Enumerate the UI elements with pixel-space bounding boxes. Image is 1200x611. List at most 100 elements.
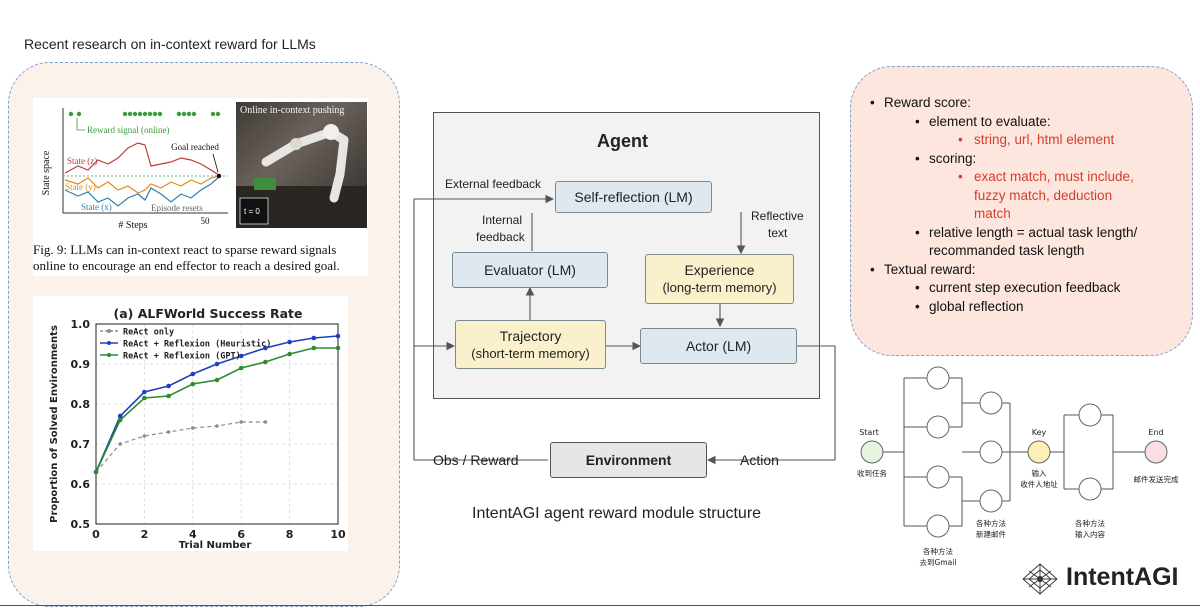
fig9-state-x: State (x) <box>81 202 112 212</box>
figure-9: State space # Steps 50 Reward signal (on… <box>33 98 368 276</box>
flow-new-mail-1: 各种方法 <box>976 518 1006 528</box>
flow-node <box>926 415 950 439</box>
reward-notes-panel <box>850 66 1193 356</box>
series-point-1 <box>166 383 171 389</box>
flow-new-mail-2: 新建邮件 <box>976 529 1006 539</box>
fig9-x-tick: 50 <box>201 216 211 226</box>
robot-arm-icon: t = 0 <box>236 124 367 228</box>
series-point-2 <box>117 417 123 423</box>
flow-key-sub-2: 收件人地址 <box>1020 479 1058 489</box>
series-line-0 <box>95 421 266 473</box>
internal-feedback-label: Internal <box>482 213 523 227</box>
series-point-0 <box>191 426 195 430</box>
flow-node <box>979 489 1003 513</box>
scoring-values-1: exact match, must include, <box>974 169 1134 184</box>
series-point-1 <box>190 371 196 377</box>
obs-reward-label: Obs / Reward <box>433 452 519 468</box>
flow-node <box>926 366 950 390</box>
flow-node <box>1078 403 1102 427</box>
flow-input-content-1: 各种方法 <box>1075 518 1105 528</box>
flow-gmail-2: 去到Gmail <box>920 557 957 567</box>
global-reflection-item: global reflection <box>929 298 1024 314</box>
fig9-goal-label: Goal reached <box>171 142 219 152</box>
x-tick-label: 8 <box>286 528 294 541</box>
y-tick-label: 0.8 <box>71 398 91 411</box>
x-tick-label: 10 <box>330 528 346 541</box>
series-point-2 <box>311 345 317 351</box>
series-point-1 <box>238 353 244 359</box>
diagram-caption: IntentAGI agent reward module structure <box>472 505 762 522</box>
flow-end-sub: 邮件发送完成 <box>1134 474 1179 484</box>
experience-title: Experience <box>684 262 755 278</box>
series-point-1 <box>263 345 268 351</box>
series-point-2 <box>287 351 292 357</box>
environment-node: Environment <box>550 442 707 478</box>
intentagi-logo-icon <box>1022 563 1058 595</box>
x-tick-label: 4 <box>189 528 197 541</box>
scoring-values-2: fuzzy match, deduction <box>974 187 1113 203</box>
experience-subtitle: (long-term memory) <box>662 280 777 295</box>
element-values-item: string, url, html element <box>974 132 1115 147</box>
bottom-divider <box>0 605 1200 606</box>
reward-notes-list: •Reward score: •element to evaluate: •st… <box>870 95 1138 314</box>
legend-marker-2 <box>107 353 111 357</box>
trajectory-title: Trajectory <box>499 327 562 344</box>
photo-time: t = 0 <box>244 207 260 216</box>
state-x-line <box>64 176 220 207</box>
series-point-0 <box>239 420 243 424</box>
series-point-2 <box>166 393 171 399</box>
series-line-2 <box>95 347 338 473</box>
alfworld-chart-svg: (a) ALFWorld Success Rate Proportion of … <box>49 306 346 551</box>
fig9-state-z: State (z) <box>67 156 97 166</box>
self-reflection-node: Self-reflection (LM) <box>555 181 712 213</box>
evaluator-node: Evaluator (LM) <box>452 252 608 288</box>
reflective-text-label: Reflective <box>751 209 804 223</box>
series-point-1 <box>287 339 292 345</box>
series-point-0 <box>263 420 268 424</box>
figure-9-caption: Fig. 9: LLMs can in-context react to spa… <box>33 242 340 273</box>
series-point-1 <box>335 333 341 339</box>
series-point-2 <box>142 395 147 401</box>
brand-name: IntentAGI <box>1066 563 1179 591</box>
flow-start-node <box>860 440 884 464</box>
fig9-y-label: State space <box>41 150 52 195</box>
element-item: element to evaluate: <box>929 113 1051 129</box>
flow-node <box>926 465 950 489</box>
textual-reward-item: Textual reward: <box>884 261 976 277</box>
chart-ylabel: Proportion of Solved Environments <box>49 325 60 523</box>
series-point-0 <box>118 442 122 446</box>
scoring-values-3: match <box>974 206 1011 221</box>
y-tick-label: 1.0 <box>71 318 91 331</box>
chart-xlabel: Trial Number <box>179 540 252 551</box>
flow-node <box>1078 477 1102 501</box>
flow-key-sub-1: 输入 <box>1032 468 1048 478</box>
internal-feedback-label-2: feedback <box>476 230 525 244</box>
fig9-episode-label: Episode resets <box>151 203 203 213</box>
photo-title: Online in-context pushing <box>240 105 345 116</box>
reward-dots <box>68 111 221 117</box>
series-point-2 <box>214 377 220 383</box>
y-tick-label: 0.6 <box>71 478 91 491</box>
flow-key-label: Key <box>1032 428 1047 437</box>
flow-gmail-1: 各种方法 <box>923 546 953 556</box>
trajectory-subtitle: (short-term memory) <box>471 345 590 361</box>
series-point-0 <box>166 430 171 434</box>
chart-title: (a) ALFWorld Success Rate <box>113 306 302 321</box>
alfworld-chart: (a) ALFWorld Success Rate Proportion of … <box>33 296 348 551</box>
flow-node <box>926 514 950 538</box>
series-point-0 <box>215 424 219 428</box>
state-z-line <box>64 142 220 176</box>
series-point-1 <box>142 389 147 395</box>
robot-photo: Online in-context pushing t = 0 <box>236 102 367 228</box>
flow-end-label: End <box>1148 428 1163 437</box>
x-tick-label: 0 <box>92 528 100 541</box>
scoring-item: scoring: <box>929 150 977 166</box>
y-tick-label: 0.7 <box>71 438 91 451</box>
actor-node: Actor (LM) <box>640 328 797 364</box>
flow-start-sub: 收到任务 <box>857 468 887 478</box>
agent-title: Agent <box>597 131 648 151</box>
series-point-2 <box>93 469 99 475</box>
action-label: Action <box>740 452 779 468</box>
chart-frame <box>95 323 339 525</box>
fig9-x-label: # Steps <box>118 220 147 231</box>
